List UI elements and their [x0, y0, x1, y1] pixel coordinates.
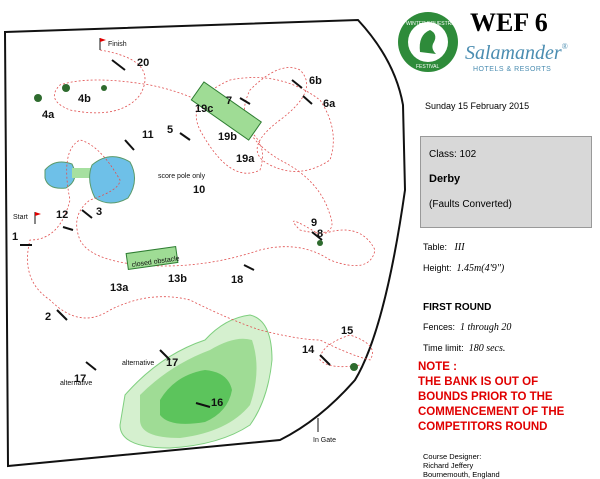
fence-label-19a: 19a — [236, 153, 255, 165]
wef-logo: WINTER EQUESTRIAN FESTIVAL — [398, 12, 460, 72]
fence-label-3: 3 — [96, 206, 102, 218]
fence-label-17: 17 — [74, 373, 86, 385]
in-gate-label: In Gate — [313, 437, 336, 444]
class-number: Class: 102 — [429, 149, 477, 160]
fences-value: 1 through 20 — [460, 322, 512, 333]
sponsor-name: Salamander — [465, 42, 562, 64]
time-info: Time limit: 180 secs. — [423, 343, 505, 354]
table-label: Table: — [423, 242, 448, 252]
arena-boundary — [3, 18, 407, 468]
table-info: Table: III — [423, 242, 465, 253]
fence-13-closed-obstacle — [125, 246, 179, 270]
designer-heading: Course Designer: — [423, 452, 482, 461]
fence-19-platform — [190, 81, 262, 141]
flag-icons — [34, 38, 106, 224]
time-value: 180 secs. — [468, 343, 506, 354]
fence-label-2: 2 — [45, 311, 51, 323]
fence-label-15: 15 — [341, 325, 353, 337]
alternative-label-a: alternative — [122, 360, 154, 367]
fences-info: Fences: 1 through 20 — [423, 322, 511, 333]
bank — [119, 314, 273, 449]
fences-label: Fences: — [423, 322, 456, 332]
fence-label-16: 16 — [211, 397, 223, 409]
course-route — [27, 49, 376, 368]
note-line-1: NOTE : — [418, 361, 457, 373]
height-info: Height: 1.45m(4'9") — [423, 263, 504, 274]
sponsor-logo: Salamander® — [465, 42, 568, 65]
sponsor-subtitle: HOTELS & RESORTS — [473, 66, 552, 73]
designer-location: Bournemouth, England — [423, 470, 500, 479]
height-value: 1.45m(4'9") — [456, 263, 505, 274]
note-line-3: BOUNDS PRIOR TO THE — [418, 391, 553, 403]
table-value: III — [454, 242, 465, 253]
height-label: Height: — [423, 263, 452, 273]
note-line-5: COMPETITORS ROUND — [418, 421, 548, 433]
fence-label-17-alt: 17 — [166, 357, 178, 369]
fence-label-4b: 4b — [78, 93, 91, 105]
class-box: Class: 102 Derby (Faults Converted) — [420, 136, 592, 228]
svg-text:FESTIVAL: FESTIVAL — [416, 64, 439, 70]
fence-label-13b: 13b — [168, 273, 187, 285]
fence-label-19b: 19b — [218, 131, 237, 143]
fence-label-8: 8 — [317, 228, 323, 240]
score-pole-label: score pole only — [158, 173, 206, 180]
fence-label-5: 5 — [167, 124, 173, 136]
fence-label-6a: 6a — [323, 98, 336, 110]
alternative-label-b: alternative — [60, 380, 92, 387]
fence-number-labels: 1 2 3 4a 4b 5 6a 6b 7 8 9 10 11 12 13a 1… — [12, 57, 353, 409]
fence-label-20: 20 — [137, 57, 149, 69]
fence-label-18: 18 — [231, 274, 243, 286]
start-label: Start — [13, 214, 28, 221]
page-title: WEF 6 — [470, 8, 548, 37]
time-label: Time limit: — [423, 343, 464, 353]
sponsor-reg: ® — [561, 42, 568, 51]
fence-label-11: 11 — [142, 129, 154, 141]
event-date: Sunday 15 February 2015 — [425, 101, 530, 111]
fence-label-13a: 13a — [110, 282, 129, 294]
fence-label-19c: 19c — [195, 103, 213, 115]
fence-label-9: 9 — [311, 217, 317, 229]
fence-label-1: 1 — [12, 231, 18, 243]
bank-note: NOTE : THE BANK IS OUT OF BOUNDS PRIOR T… — [418, 360, 598, 435]
fence-label-6b: 6b — [309, 75, 322, 87]
note-line-2: THE BANK IS OUT OF — [418, 376, 539, 388]
fence-markers — [20, 59, 331, 408]
class-name: Derby — [429, 173, 461, 185]
finish-label: Finish — [108, 41, 127, 48]
fence-label-12: 12 — [56, 209, 68, 221]
svg-text:WINTER EQUESTRIAN: WINTER EQUESTRIAN — [406, 21, 460, 27]
fence-label-4a: 4a — [42, 109, 55, 121]
round-label: FIRST ROUND — [423, 302, 492, 313]
fence-label-10: 10 — [193, 184, 205, 196]
note-line-4: COMMENCEMENT OF THE — [418, 406, 565, 418]
fence-label-14: 14 — [302, 344, 315, 356]
designer-name: Richard Jeffery — [423, 461, 474, 470]
water-pond — [44, 156, 135, 204]
course-designer: Course Designer: Richard Jeffery Bournem… — [423, 452, 500, 479]
class-scoring: (Faults Converted) — [429, 199, 512, 210]
fence-label-7: 7 — [226, 95, 232, 107]
palm-tree-icons — [34, 84, 358, 371]
